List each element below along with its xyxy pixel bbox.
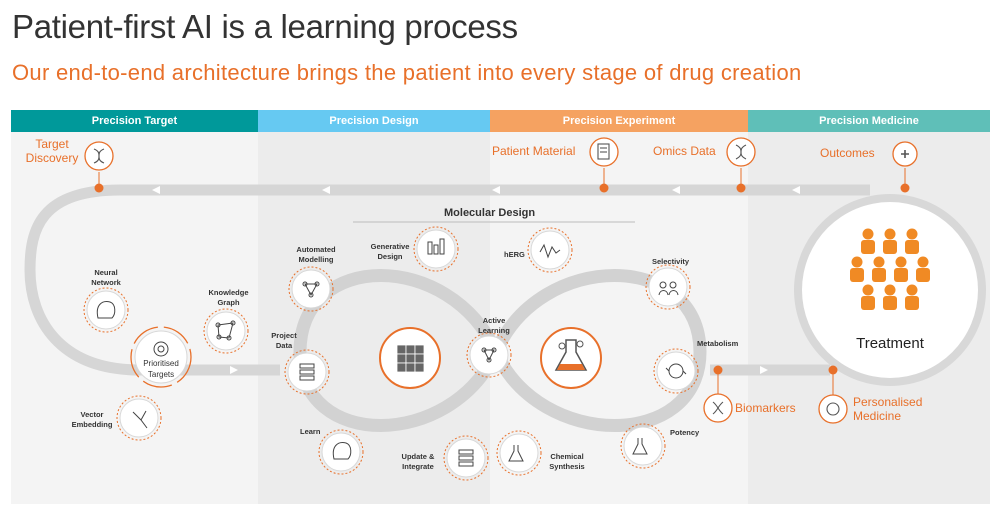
node-rings (83, 226, 699, 481)
node-label-chemical-synthesis: Chemical Synthesis (549, 452, 585, 472)
node-label-herg: hERG (504, 250, 525, 259)
section-molecular-design: Molecular Design (444, 207, 536, 219)
stage-label: Precision Target (91, 115, 178, 127)
people-icon (850, 228, 930, 310)
loop-markers (94, 183, 910, 375)
stage-precision-design: Precision Design (258, 110, 490, 132)
node-label-knowledge-graph: Knowledge Graph (208, 288, 249, 308)
node-label-update-integrate: Update & Integrate (401, 452, 435, 472)
label-personalised-medicine: Personalised Medicine (853, 395, 923, 423)
node-label-learn: Learn (300, 427, 321, 436)
stage-label: Precision Design (329, 115, 419, 127)
node-label-vector-embedding: Vector Embedding (71, 410, 113, 430)
node-label-selectivity: Selectivity (652, 257, 690, 266)
brain-icon (86, 290, 126, 330)
outer-icons (84, 137, 918, 424)
stage-precision-target: Precision Target (11, 110, 258, 132)
stage-precision-medicine: Precision Medicine (748, 110, 990, 132)
node-label-metabolism: Metabolism (697, 339, 739, 348)
node-label-neural-network: Neural Network (91, 268, 121, 288)
node-circles (86, 229, 696, 478)
node-label-project-data: Project Data (271, 331, 297, 351)
chart-icon (416, 229, 456, 269)
marker-stems (98, 168, 906, 395)
treatment-label: Treatment (856, 335, 924, 352)
label-target-discovery: Target Discovery (25, 137, 79, 165)
label-biomarkers: Biomarkers (735, 401, 796, 415)
network-icon (469, 335, 509, 375)
network-icon (291, 269, 331, 309)
stage-label: Precision Experiment (562, 115, 676, 127)
people-icon (648, 267, 688, 307)
database-icon (446, 438, 486, 478)
center-flask (540, 327, 602, 389)
loop-arrows (152, 186, 800, 374)
graph-icon (206, 311, 246, 351)
label-omics-data: Omics Data (653, 144, 716, 158)
center-cube (379, 327, 441, 389)
label-outcomes: Outcomes (820, 146, 875, 160)
node-label-automated-modelling: Automated Modelling (296, 245, 336, 265)
waveform-icon (530, 230, 570, 270)
prioritised-ring (130, 326, 192, 388)
brain-icon (321, 432, 361, 472)
database-icon (287, 352, 327, 392)
stage-label: Precision Medicine (819, 115, 919, 127)
page-title: Patient-first AI is a learning process (12, 8, 518, 45)
stage-precision-experiment: Precision Experiment (490, 110, 748, 132)
cycle-icon (818, 394, 848, 424)
node-glyphs (96, 238, 687, 467)
outer-glyphs (93, 143, 909, 416)
target-icon (134, 330, 188, 384)
outer-loop (24, 184, 870, 376)
node-label-generative-design: Generative Design (370, 242, 410, 262)
node-label-active-learning: Active Learning (478, 316, 510, 336)
node-label-potency: Potency (670, 428, 700, 437)
label-patient-material: Patient Material (492, 144, 576, 158)
node-label-prioritised-targets: Prioritised Targets (143, 359, 179, 379)
cycle-icon (656, 351, 696, 391)
page-subtitle: Our end-to-end architecture brings the p… (12, 60, 802, 85)
